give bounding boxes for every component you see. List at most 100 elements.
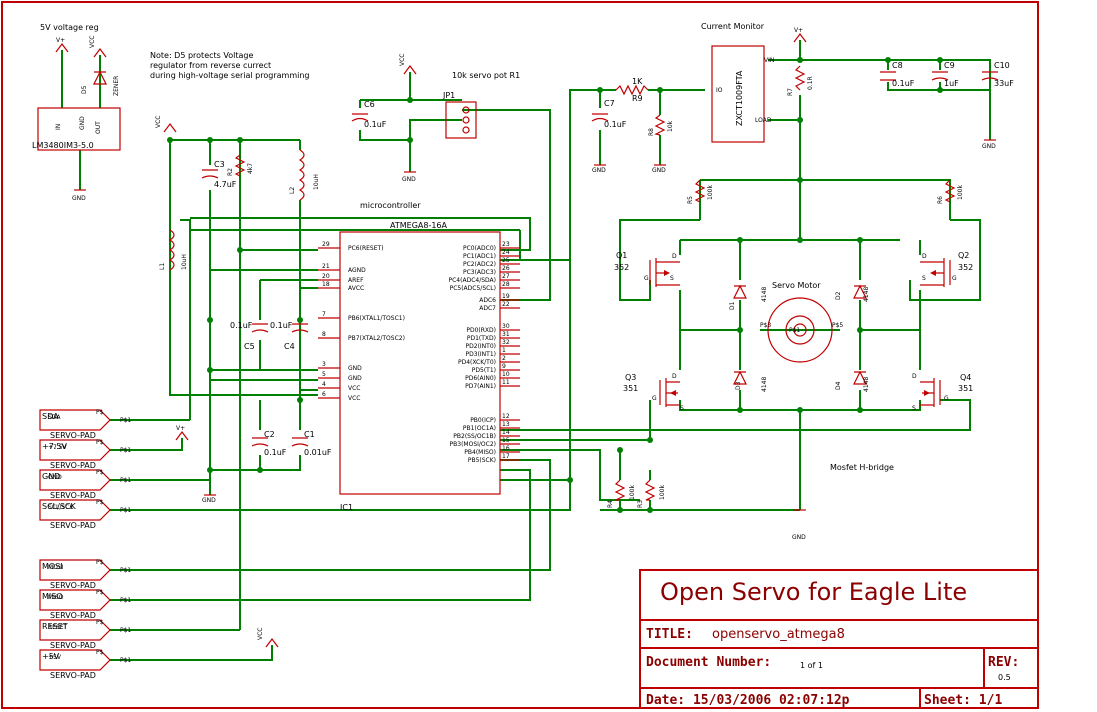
svg-text:R6: R6: [937, 196, 944, 204]
pad-name: SDA: [48, 414, 61, 421]
svg-text:OUT: OUT: [95, 121, 102, 134]
svg-text:352: 352: [958, 263, 973, 272]
capacitor-c2: C2 0.1uF: [251, 430, 287, 457]
svg-text:C3: C3: [214, 160, 225, 169]
pad-pin-number: P$1: [120, 507, 131, 514]
pad-pin-number: P$1: [120, 567, 131, 574]
inductor-l2: L2 10uH: [289, 149, 320, 201]
svg-text:4.7uF: 4.7uF: [214, 180, 237, 189]
pad-label: SDA: [42, 412, 59, 421]
pad-name: +5V: [48, 654, 62, 661]
current-monitor-title: Current Monitor: [701, 22, 765, 31]
junctions: [167, 57, 943, 513]
svg-text:1K: 1K: [632, 77, 643, 86]
svg-text:R5: R5: [687, 196, 694, 204]
mcu-pin-name: PC0(ADC0): [463, 245, 496, 252]
capacitor-c8: C8 0.1uF: [880, 61, 915, 88]
pad-type: SERVO-PAD: [50, 581, 96, 590]
pad-name: MISO: [48, 594, 64, 601]
mcu-pin-name: PB7(XTAL2/TOSC2): [348, 335, 405, 342]
mcu-pin-name: PB1(OC1A): [463, 425, 496, 432]
mcu-pin-number: 26: [502, 265, 510, 272]
gnd-label: GND: [652, 167, 666, 174]
mosfet-q4: Q4 351 D G S: [912, 373, 973, 412]
title-label: TITLE:: [646, 627, 693, 642]
svg-text:Q3: Q3: [625, 373, 636, 382]
svg-text:R7: R7: [787, 88, 794, 96]
svg-text:LM3480IM3-5.0: LM3480IM3-5.0: [32, 141, 94, 150]
mcu-pin-name: PB0(ICP): [470, 417, 496, 424]
jumper-jp1: JP1: [442, 91, 477, 139]
gnd-label: GND: [402, 176, 416, 183]
svg-text:S: S: [670, 275, 674, 282]
mcu-pin-name: AREF: [348, 277, 364, 284]
resistor-r2: R2 4k7: [227, 154, 254, 177]
svg-text:ZENER: ZENER: [113, 76, 120, 96]
resistor-r9: 1K R9: [615, 77, 649, 103]
mcu-pin-number: 23: [502, 241, 510, 248]
resistor-r6: R6 100k: [937, 179, 964, 204]
svg-text:D3: D3: [735, 381, 742, 390]
svg-text:VIN: VIN: [764, 57, 774, 64]
capacitor-c1: C1 0.01uF: [291, 430, 332, 457]
pad-label: SCL/SCK: [42, 502, 76, 511]
hbridge-title: Mosfet H-bridge: [830, 463, 894, 472]
svg-text:LOAD: LOAD: [755, 117, 772, 124]
mcu-pin-number: 21: [322, 263, 330, 270]
svg-text:0.1uF: 0.1uF: [892, 79, 915, 88]
svg-text:P$1: P$1: [789, 327, 800, 334]
svg-text:C5: C5: [244, 342, 255, 351]
svg-text:1uF: 1uF: [944, 79, 959, 88]
svg-text:R4: R4: [607, 500, 614, 508]
pad-type: SERVO-PAD: [50, 461, 96, 470]
pad-type: SERVO-PAD: [50, 521, 96, 530]
pad-pin: P$: [96, 409, 104, 416]
current-monitor-ic: ZXCT1009FTA VIN IO LOAD: [711, 45, 774, 143]
mcu-pin-name: PD0(RXD): [466, 327, 496, 334]
pad-pin-number: P$1: [120, 627, 131, 634]
svg-text:4148: 4148: [863, 377, 870, 392]
resistor-r4: R4 100k: [607, 479, 636, 508]
resistor-r3: R3 100k: [637, 479, 666, 508]
mcu-pin-name: PB3(MOSI/OC2): [450, 441, 496, 448]
mcu-atmega8: ATMEGA8-16A 29PC6(RESET)21AGND20AREF18AV…: [318, 221, 520, 495]
capacitor-c5: 0.1uF C5: [230, 321, 269, 351]
resistor-r8: R8 10k: [648, 114, 674, 136]
mcu-pin-name: PD3(INT1): [466, 351, 496, 358]
svg-text:4k7: 4k7: [247, 163, 254, 174]
pad-pin-number: P$1: [120, 657, 131, 664]
gnd-label: GND: [982, 143, 996, 150]
mcu-left-pins: 29PC6(RESET)21AGND20AREF18AVCC7PB6(XTAL1…: [318, 241, 405, 402]
pad-name: GND: [48, 474, 62, 481]
svg-text:IN: IN: [55, 124, 62, 130]
sheet-label: Sheet: 1/1: [924, 693, 1002, 708]
mcu-pin-name: PC5(ADC5/SCL): [450, 285, 496, 292]
mcu-pin-number: 3: [322, 361, 326, 368]
mcu-pin-name: GND: [348, 365, 362, 372]
svg-text:4148: 4148: [761, 287, 768, 302]
mcu-pin-name: ADC7: [479, 305, 496, 312]
mcu-pin-name: PC3(ADC3): [463, 269, 496, 276]
mcu-pin-number: 15: [502, 437, 510, 444]
pad-pin: P$: [96, 499, 104, 506]
mcu-pin-number: 16: [502, 445, 510, 452]
mcu-pin-number: 4: [322, 381, 326, 388]
mcu-pin-number: 18: [322, 281, 330, 288]
power-symbols: V+ V+ V+ VCC VCC VCC VCC GND GND GND GND…: [55, 27, 996, 648]
gnd-label: GND: [792, 534, 806, 541]
title-block: Open Servo for Eagle Lite TITLE: openser…: [639, 569, 1039, 709]
mcu-pin-name: VCC: [348, 385, 360, 392]
pad-pin-number: P$1: [120, 447, 131, 454]
svg-text:G: G: [944, 395, 949, 402]
svg-text:351: 351: [958, 384, 973, 393]
vcc-label: VCC: [155, 116, 162, 128]
gnd-label: GND: [72, 195, 86, 202]
svg-text:0.1uF: 0.1uF: [364, 120, 387, 129]
svg-text:G: G: [952, 275, 957, 282]
vplus-label: V+: [176, 425, 185, 432]
mcu-pin-name: PC4(ADC4/SDA): [449, 277, 497, 284]
